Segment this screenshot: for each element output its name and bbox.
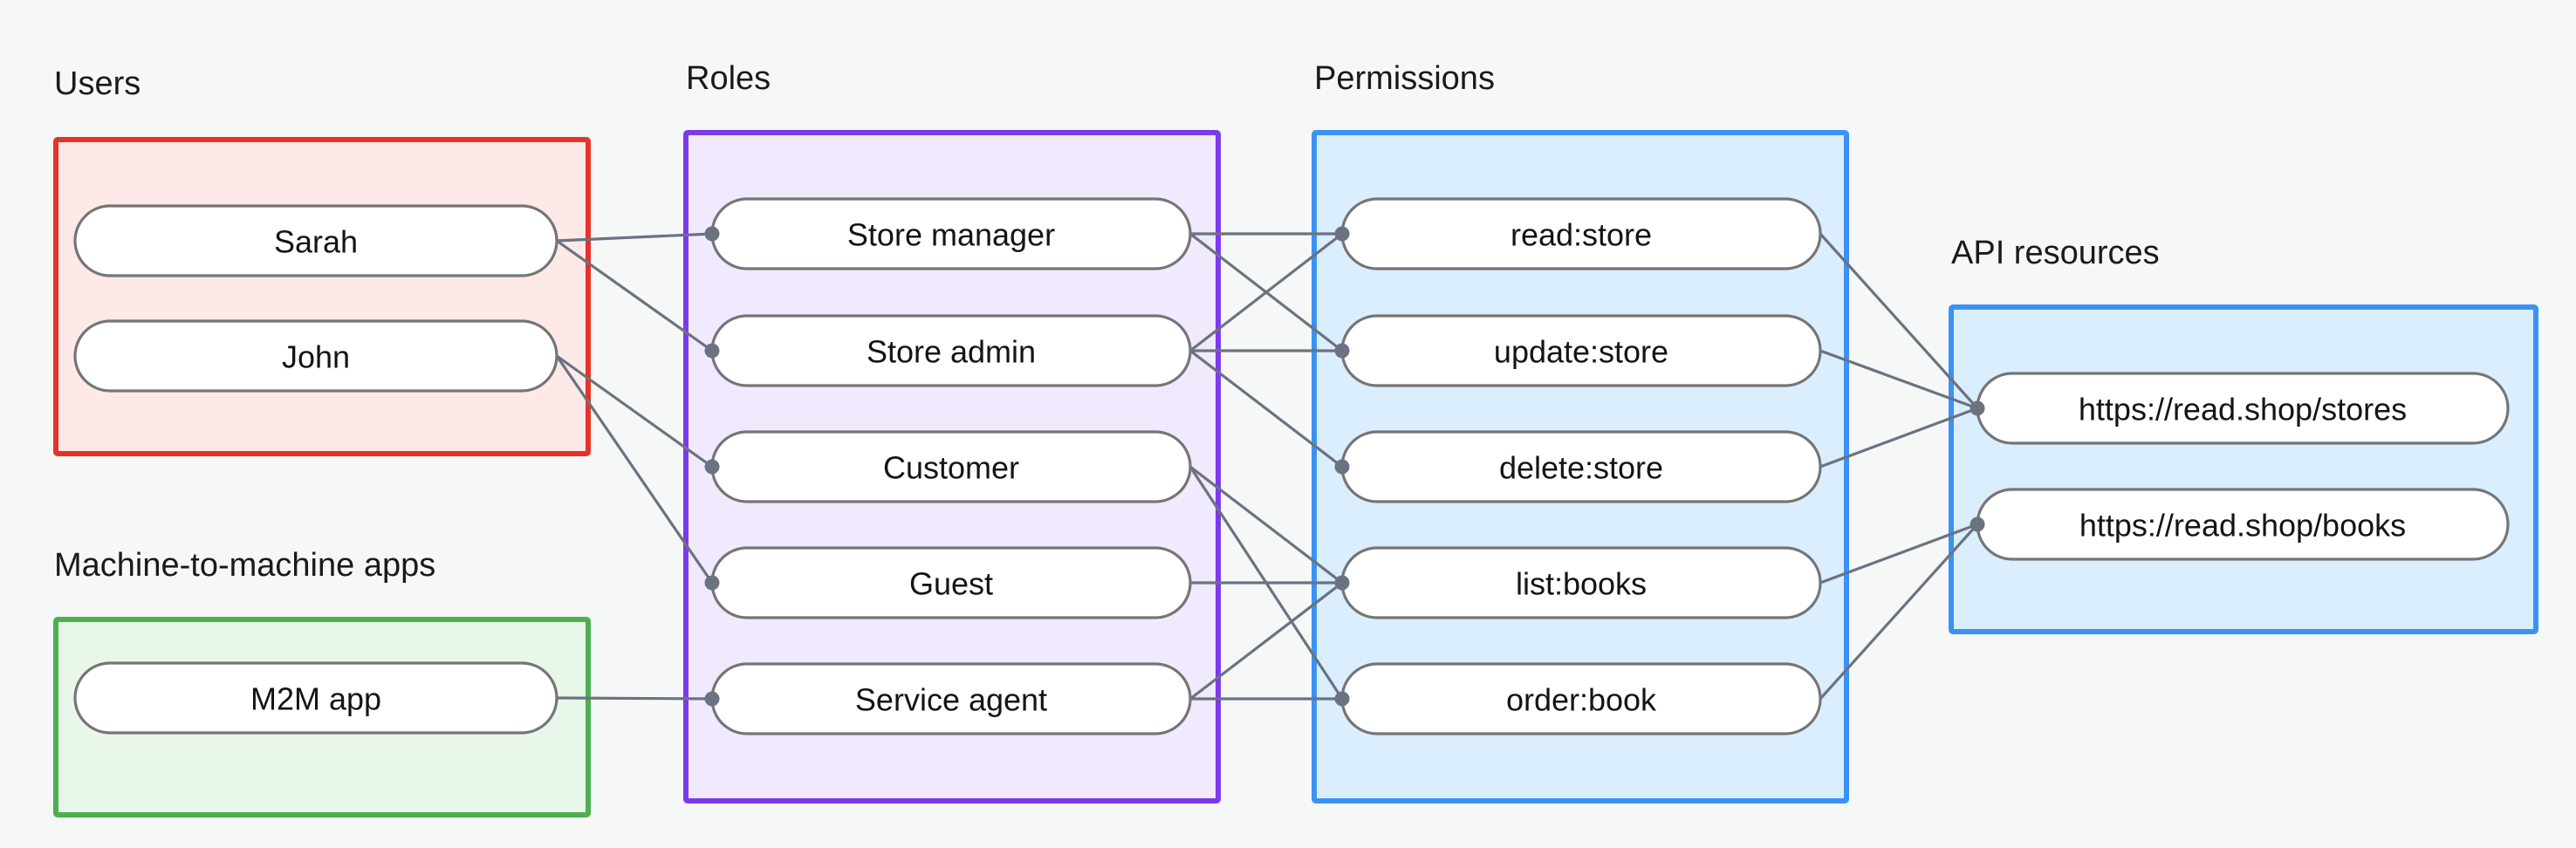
group-title-roles: Roles xyxy=(686,60,771,97)
edge-endpoint-dot-guest xyxy=(704,575,720,591)
node-label-john: John xyxy=(282,339,350,375)
edge-endpoint-dot-customer xyxy=(704,459,720,475)
edge-john-to-customer xyxy=(556,354,713,468)
edge-sarah-to-storemanager xyxy=(556,232,713,243)
node-deletestore[interactable]: delete:store xyxy=(1340,430,1822,503)
edge-endpoint-dot-apistores xyxy=(1970,400,1985,416)
node-orderbook[interactable]: order:book xyxy=(1340,662,1822,735)
node-john[interactable]: John xyxy=(73,319,558,393)
group-box-users xyxy=(53,137,591,456)
node-label-updatestore: update:store xyxy=(1494,334,1668,370)
edge-endpoint-dot-serviceagent xyxy=(704,691,720,707)
node-label-sarah: Sarah xyxy=(274,224,358,260)
node-label-m2mapp: M2M app xyxy=(250,681,381,717)
edge-customer-to-listbooks xyxy=(1189,465,1343,585)
node-label-apibooks: https://read.shop/books xyxy=(2079,508,2406,544)
node-sarah[interactable]: Sarah xyxy=(73,204,558,277)
node-customer[interactable]: Customer xyxy=(710,430,1192,503)
node-label-storemanager: Store manager xyxy=(847,217,1055,253)
node-guest[interactable]: Guest xyxy=(710,546,1192,619)
edge-endpoint-dot-apibooks xyxy=(1970,516,1985,532)
node-serviceagent[interactable]: Service agent xyxy=(710,662,1192,735)
node-label-readstore: read:store xyxy=(1511,217,1652,253)
group-box-api xyxy=(1949,304,2538,634)
edges-layer xyxy=(555,232,1979,701)
node-apibooks[interactable]: https://read.shop/books xyxy=(1976,488,2510,561)
edge-endpoint-dot-storeadmin xyxy=(704,343,720,359)
node-readstore[interactable]: read:store xyxy=(1340,197,1822,270)
node-label-serviceagent: Service agent xyxy=(855,682,1047,718)
edge-sarah-to-storeadmin xyxy=(556,239,713,352)
edge-endpoint-dots-layer xyxy=(704,226,1985,707)
edge-endpoint-dot-updatestore xyxy=(1334,343,1350,359)
node-label-storeadmin: Store admin xyxy=(867,334,1036,370)
edge-john-to-guest xyxy=(555,355,714,584)
edge-orderbook-to-apibooks xyxy=(1819,523,1979,701)
edge-listbooks-to-apibooks xyxy=(1819,523,1978,585)
edge-storeadmin-to-deletestore xyxy=(1189,349,1343,468)
edge-serviceagent-to-listbooks xyxy=(1189,581,1343,701)
node-pill-sarah[interactable] xyxy=(73,204,558,277)
edge-storeadmin-to-readstore xyxy=(1189,232,1343,352)
node-label-orderbook: order:book xyxy=(1506,682,1657,718)
edge-deletestore-to-apistores xyxy=(1819,407,1978,468)
edge-readstore-to-apistores xyxy=(1819,232,1979,410)
edge-endpoint-dot-orderbook xyxy=(1334,691,1350,707)
edge-updatestore-to-apistores xyxy=(1819,349,1978,410)
node-storemanager[interactable]: Store manager xyxy=(710,197,1192,270)
node-label-listbooks: list:books xyxy=(1516,566,1647,602)
node-listbooks[interactable]: list:books xyxy=(1340,546,1822,619)
node-m2mapp[interactable]: M2M app xyxy=(73,661,558,735)
node-pill-john[interactable] xyxy=(73,319,558,393)
edge-endpoint-dot-storemanager xyxy=(704,226,720,242)
edge-endpoint-dot-deletestore xyxy=(1334,459,1350,475)
edge-endpoint-dot-listbooks xyxy=(1334,575,1350,591)
node-label-guest: Guest xyxy=(909,566,993,602)
node-apistores[interactable]: https://read.shop/stores xyxy=(1976,372,2510,445)
group-title-api: API resources xyxy=(1951,235,2160,271)
group-title-permissions: Permissions xyxy=(1314,60,1495,97)
group-title-m2m: Machine-to-machine apps xyxy=(54,547,435,584)
node-label-customer: Customer xyxy=(883,450,1019,486)
group-title-users: Users xyxy=(54,65,140,102)
node-storeadmin[interactable]: Store admin xyxy=(710,314,1192,387)
node-label-deletestore: delete:store xyxy=(1499,450,1663,486)
node-label-apistores: https://read.shop/stores xyxy=(2079,392,2407,427)
edge-m2mapp-to-serviceagent xyxy=(556,696,713,701)
edge-endpoint-dot-readstore xyxy=(1334,226,1350,242)
node-updatestore[interactable]: update:store xyxy=(1340,314,1822,387)
node-pill-m2mapp[interactable] xyxy=(73,661,558,735)
